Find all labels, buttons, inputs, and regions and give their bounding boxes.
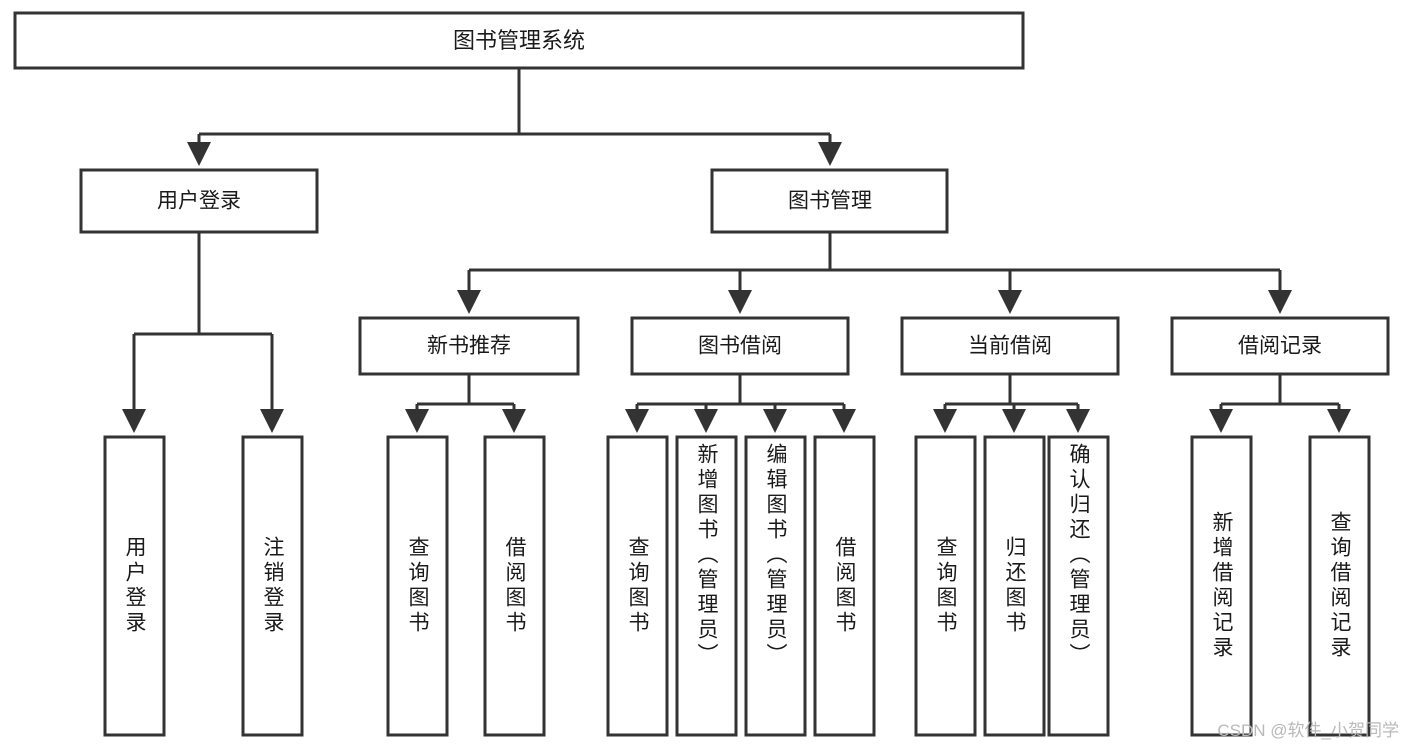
leaf-node-query-record[interactable] <box>1308 435 1371 737</box>
node-user-login-box <box>79 168 319 234</box>
csdn-watermark: CSDN @软件_小贺同学 <box>1217 721 1399 740</box>
leaf-node-add-record[interactable] <box>1190 435 1253 737</box>
leaf-box-query-book-3 <box>914 435 977 737</box>
node-new-book-recommend-label: 新书推荐 <box>427 335 511 358</box>
node-user-login-label: 用户登录 <box>157 190 241 213</box>
leaf-node-query-book-2[interactable] <box>606 435 669 737</box>
leaf-node-edit-book[interactable] <box>744 435 807 737</box>
node-borrow-record[interactable]: 借阅记录 <box>1170 316 1390 376</box>
leaf-box-query-book-1 <box>386 435 449 737</box>
node-borrow-record-box <box>1170 316 1390 376</box>
leaf-node-logout[interactable] <box>241 435 304 737</box>
leaf-node-query-book-3[interactable] <box>914 435 977 737</box>
node-root-box <box>13 11 1025 70</box>
leaf-box-confirm-return <box>1047 435 1110 737</box>
node-new-book-recommend-box <box>358 316 580 376</box>
leaf-box-return-book <box>983 435 1046 737</box>
node-book-borrow[interactable]: 图书借阅 <box>630 316 850 376</box>
leaf-node-confirm-return[interactable] <box>1047 435 1110 737</box>
leaf-box-logout <box>241 435 304 737</box>
node-current-borrow-label: 当前借阅 <box>968 335 1052 358</box>
leaf-box-add-book <box>675 435 738 737</box>
node-user-login[interactable]: 用户登录 <box>79 168 319 234</box>
node-book-management-box <box>710 168 949 234</box>
leaf-node-return-book[interactable] <box>983 435 1046 737</box>
connector-layer <box>122 68 1351 433</box>
leaf-box-edit-book <box>744 435 807 737</box>
node-root-label: 图书管理系统 <box>453 28 585 53</box>
node-root-system[interactable]: 图书管理系统 <box>13 11 1025 70</box>
leaf-box-query-book-2 <box>606 435 669 737</box>
node-book-management-label: 图书管理 <box>788 190 872 213</box>
node-new-book-recommend[interactable]: 新书推荐 <box>358 316 580 376</box>
leaf-box-borrow-book-1 <box>483 435 546 737</box>
leaf-node-query-book-1[interactable] <box>386 435 449 737</box>
leaf-node-user-login[interactable] <box>103 435 166 737</box>
node-book-borrow-label: 图书借阅 <box>698 335 782 358</box>
node-borrow-record-label: 借阅记录 <box>1238 335 1322 358</box>
node-current-borrow-box <box>900 316 1120 376</box>
node-book-management[interactable]: 图书管理 <box>710 168 949 234</box>
leaf-node-add-book[interactable] <box>675 435 738 737</box>
leaf-box-user-login <box>103 435 166 737</box>
node-current-borrow[interactable]: 当前借阅 <box>900 316 1120 376</box>
node-book-borrow-box <box>630 316 850 376</box>
leaf-node-borrow-book-2[interactable] <box>813 435 876 737</box>
leaf-box-query-record <box>1308 435 1371 737</box>
leaf-box-borrow-book-2 <box>813 435 876 737</box>
leaf-node-borrow-book-1[interactable] <box>483 435 546 737</box>
leaf-box-add-record <box>1190 435 1253 737</box>
